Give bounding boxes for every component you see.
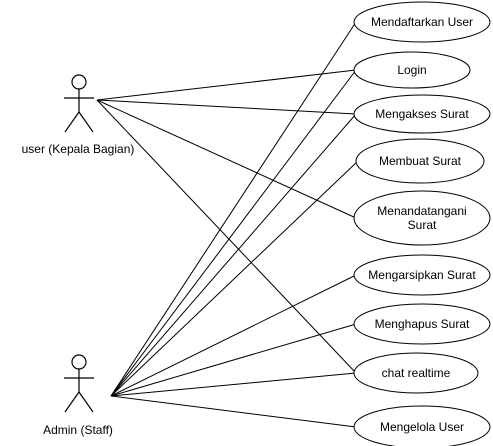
actor-left-leg — [64, 391, 80, 413]
association-line-admin-uc8 — [110, 372, 357, 397]
actor-head — [71, 354, 87, 370]
actor-head — [71, 74, 87, 90]
association-line-admin-uc4 — [110, 160, 359, 397]
association-line-user-uc5 — [96, 99, 357, 219]
association-line-user-uc8 — [96, 99, 357, 374]
usecase-ellipse — [353, 51, 471, 89]
usecase-uc4: Membuat Surat — [355, 138, 485, 184]
association-line-admin-uc2 — [110, 69, 357, 397]
association-layer — [96, 21, 359, 428]
association-line-user-uc2 — [96, 69, 357, 101]
usecase-ellipse — [353, 254, 491, 296]
usecase-uc3: Mengakses Surat — [353, 94, 491, 134]
usecase-uc1: Mendaftarkan User — [353, 1, 491, 43]
actor-right-leg — [78, 391, 94, 413]
usecase-label: Surat — [408, 218, 437, 232]
actor-right-leg — [78, 111, 94, 133]
actor-admin: Admin (Staff) — [43, 354, 113, 437]
actor-user: user (Kepala Bagian) — [22, 74, 135, 156]
actor-figure-icon — [64, 74, 94, 133]
usecase-uc6: Mengarsipkan Surat — [353, 254, 491, 296]
association-line-admin-uc7 — [110, 323, 357, 397]
usecase-label: Login — [397, 63, 426, 77]
association-line-admin-uc6 — [110, 274, 357, 397]
usecase-uc7: Menghapus Surat — [353, 303, 491, 345]
actor-label: Admin (Staff) — [43, 423, 113, 437]
actor-label: user (Kepala Bagian) — [22, 142, 135, 156]
actor-layer: user (Kepala Bagian) Admin (Staff) — [22, 74, 135, 437]
association-line-user-uc3 — [96, 99, 357, 115]
usecase-label: Mengelola User — [380, 420, 464, 434]
usecase-ellipse — [353, 352, 479, 394]
usecase-label: Mendaftarkan User — [371, 15, 473, 29]
usecase-ellipse — [355, 138, 485, 184]
usecase-ellipse — [353, 94, 491, 134]
usecase-ellipse — [353, 1, 491, 43]
usecase-label: Menghapus Surat — [375, 317, 470, 331]
usecase-uc9: Mengelola User — [353, 405, 491, 446]
actor-figure-icon — [64, 354, 94, 413]
association-line-admin-uc3 — [110, 113, 357, 397]
usecase-uc2: Login — [353, 51, 471, 89]
usecase-label: Mengarsipkan Surat — [368, 268, 476, 282]
usecase-label: Menandatangani — [377, 204, 466, 218]
usecase-ellipse — [353, 303, 491, 345]
usecase-label: Membuat Surat — [379, 154, 462, 168]
association-line-admin-uc1 — [110, 21, 357, 397]
usecase-label: chat realtime — [382, 366, 451, 380]
usecase-ellipse — [353, 405, 491, 446]
usecase-ellipse — [353, 190, 491, 246]
actor-left-leg — [64, 111, 80, 133]
usecase-uc8: chat realtime — [353, 352, 479, 394]
usecase-label: Mengakses Surat — [375, 107, 469, 121]
association-line-admin-uc9 — [110, 395, 357, 428]
